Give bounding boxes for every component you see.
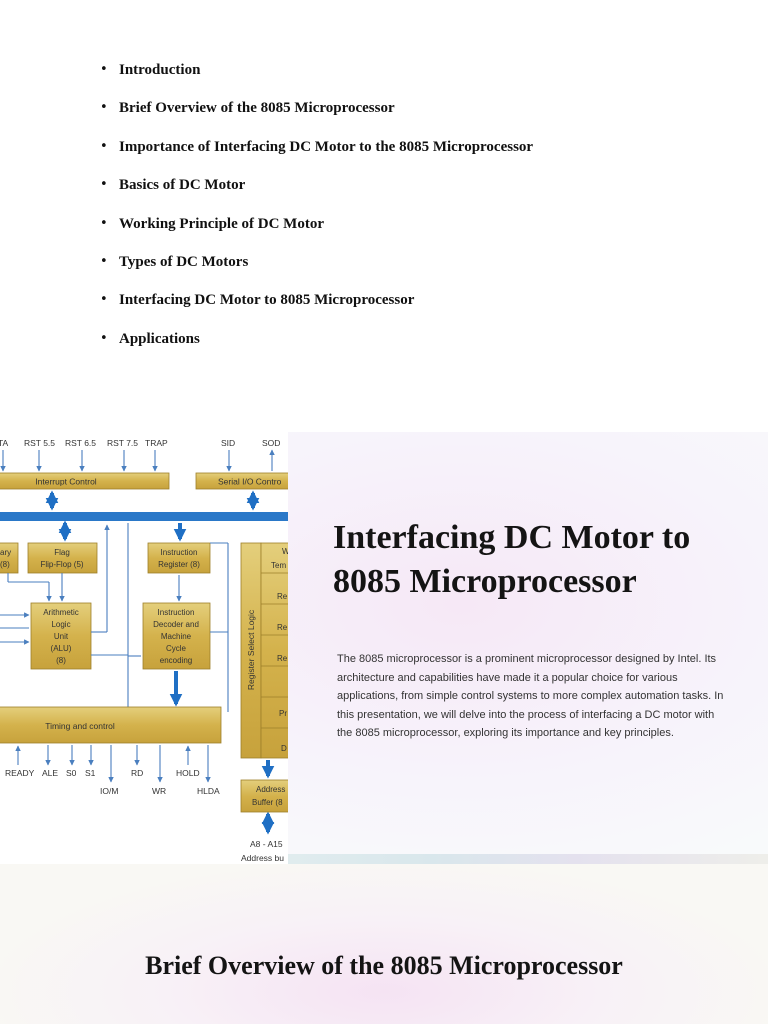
agenda-item-label: Introduction [119, 62, 201, 78]
reg-re3-label: Re [277, 654, 288, 663]
title-slide: TA RST 5.5 RST 6.5 RST 7.5 TRAP SID SOD … [0, 432, 768, 864]
instruction-register-block [147, 542, 211, 574]
bullet-icon: • [100, 177, 108, 193]
agenda-item: • Basics of DC Motor [100, 175, 533, 213]
bullet-icon: • [100, 62, 108, 77]
pin-label-inta: TA [0, 438, 9, 448]
accumulator-size: (8) [0, 560, 10, 569]
reg-w-label: W [282, 547, 288, 556]
address-buffer-block [240, 779, 288, 813]
pin-label-s0: S0 [66, 768, 77, 778]
pin-label-s1: S1 [85, 768, 96, 778]
agenda-item: • Working Principle of DC Motor [100, 214, 533, 252]
accumulator-block [0, 542, 19, 574]
address-buffer-size: Buffer (8 [252, 798, 283, 807]
interrupt-control-block [0, 472, 170, 490]
agenda-item: • Types of DC Motors [100, 252, 533, 290]
agenda-item-label: Types of DC Motors [119, 253, 249, 270]
reg-d-label: D [281, 744, 287, 753]
bus-down-arrows [58, 520, 187, 542]
pin-label-rst75: RST 7.5 [107, 438, 138, 448]
bullet-icon: • [100, 138, 108, 154]
alu-label-1: Arithmetic [43, 608, 79, 617]
agenda-list: • Introduction • Brief Overview of the 808… [100, 60, 533, 367]
architecture-diagram: TA RST 5.5 RST 6.5 RST 7.5 TRAP SID SOD … [0, 432, 288, 864]
pin-label-rst55: RST 5.5 [24, 438, 55, 448]
pin-label-sod: SOD [262, 438, 280, 448]
agenda-item: • Applications [100, 329, 533, 367]
pin-label-rst65: RST 6.5 [65, 438, 96, 448]
interrupt-control-label: Interrupt Control [35, 477, 97, 487]
decoder-label-2: Decoder and [153, 620, 199, 629]
decoder-label-3: Machine [161, 632, 192, 641]
address-bus-label: Address bu [241, 853, 284, 863]
bottom-accent-strip [288, 854, 768, 864]
agenda-item-label: Importance of Interfacing DC Motor to th… [119, 138, 534, 155]
bus-connector-arrows [45, 490, 260, 511]
bullet-icon: • [100, 100, 108, 116]
slide-title-line-2: 8085 Microprocessor [333, 563, 637, 600]
decoder-label-1: Instruction [158, 608, 195, 617]
pin-label-wr: WR [152, 786, 166, 796]
agenda-item-label: Applications [119, 330, 200, 347]
alu-label-5: (8) [56, 656, 66, 665]
alu-label-3: Unit [54, 632, 69, 641]
agenda-slide: • Introduction • Brief Overview of the 808… [0, 0, 768, 432]
slide-title: Interfacing DC Motor to 8085 Microproces… [333, 516, 743, 604]
accumulator-label: ary [0, 548, 11, 557]
reg-re1-label: Re [277, 592, 288, 601]
flag-flipflop-block [27, 542, 98, 574]
agenda-item: • Interfacing DC Motor to 8085 Microproce… [100, 290, 533, 328]
instruction-register-size: Register (8) [158, 560, 200, 569]
address-buffer-label: Address [256, 785, 285, 794]
pin-label-ale: ALE [42, 768, 58, 778]
agenda-item: • Introduction [100, 60, 533, 98]
flag-label: Flag [54, 548, 70, 557]
agenda-item-label: Interfacing DC Motor to 8085 Microproces… [119, 292, 415, 309]
pin-label-ready: READY [5, 768, 35, 778]
agenda-item-label: Brief Overview of the 8085 Microprocesso… [119, 100, 395, 117]
agenda-item-label: Working Principle of DC Motor [119, 215, 324, 232]
instruction-register-label: Instruction [161, 548, 198, 557]
register-select-label: Register Select Logic [246, 609, 256, 690]
decoder-label-5: encoding [160, 656, 192, 665]
flag-size-label: Flip-Flop (5) [40, 560, 83, 569]
reg-re2-label: Re [277, 623, 288, 632]
alu-label-4: (ALU) [51, 644, 72, 653]
pin-label-hold: HOLD [176, 768, 200, 778]
serial-io-block [195, 472, 288, 490]
serial-io-label: Serial I/O Contro [218, 477, 282, 487]
bullet-icon: • [100, 330, 108, 346]
top-pin-arrows [0, 449, 275, 472]
instruction-decoder-block [142, 602, 211, 670]
overview-title: Brief Overview of the 8085 Microprocesso… [145, 951, 623, 980]
overview-slide: Brief Overview of the 8085 Microprocesso… [0, 864, 768, 1024]
pin-label-hlda: HLDA [197, 786, 220, 796]
bullet-icon: • [100, 292, 108, 308]
pin-label-rd: RD [131, 768, 143, 778]
agenda-item: • Brief Overview of the 8085 Microprocess… [100, 98, 533, 136]
timing-control-label: Timing and control [45, 721, 115, 731]
slide-description: The 8085 microprocessor is a prominent m… [337, 653, 724, 740]
pin-label-iom: IO/M [100, 786, 118, 796]
pin-label-trap: TRAP [145, 438, 168, 448]
register-array: W Tem Re Re Re Pr D [260, 542, 288, 759]
internal-connectors [0, 523, 229, 712]
reg-tem-label: Tem [271, 561, 286, 570]
decoder-label-4: Cycle [166, 644, 187, 653]
bullet-icon: • [100, 253, 108, 269]
address-lines-label: A8 - A15 [250, 839, 283, 849]
alu-block [30, 602, 92, 670]
internal-data-bus [0, 512, 288, 521]
slide-title-line-1: Interfacing DC Motor to [333, 519, 691, 556]
bullet-icon: • [100, 215, 108, 231]
timing-control-block [0, 706, 222, 744]
agenda-item: • Importance of Interfacing DC Motor to t… [100, 137, 533, 175]
reg-pr-label: Pr [279, 709, 287, 718]
alu-label-2: Logic [51, 620, 70, 629]
bottom-pin-arrows [15, 745, 211, 783]
agenda-item-label: Basics of DC Motor [119, 177, 246, 194]
pin-label-sid: SID [221, 438, 235, 448]
